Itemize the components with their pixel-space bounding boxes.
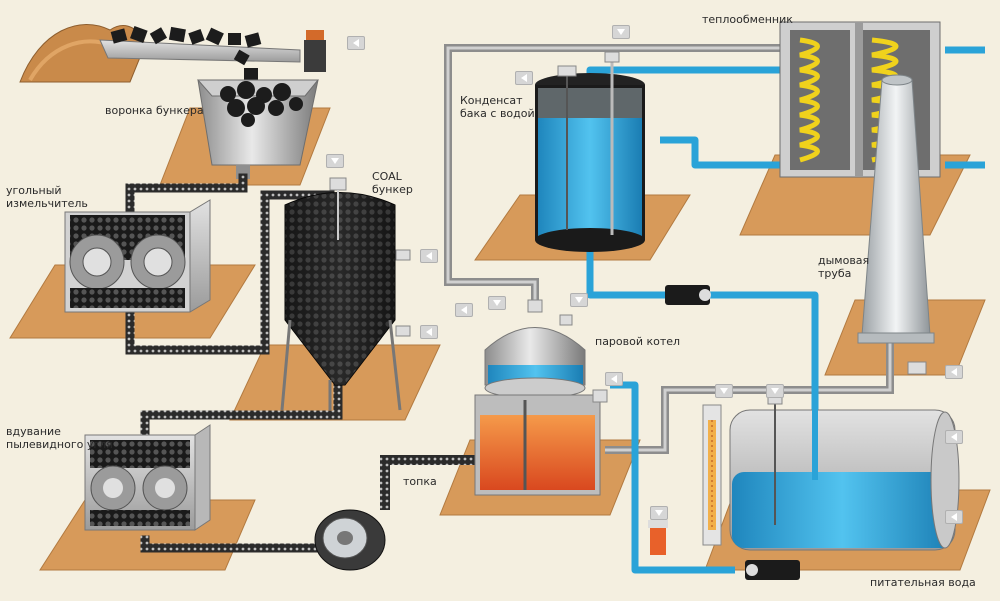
fan <box>314 509 386 571</box>
label-heat-exchanger: теплообменник <box>702 13 793 26</box>
toggle-tank-top[interactable] <box>945 430 963 444</box>
coal-crusher <box>64 199 211 313</box>
label-steam-boiler: паровой котел <box>595 335 681 348</box>
toggle-bunker-top[interactable] <box>326 154 344 168</box>
toggle-condensate[interactable] <box>515 71 533 85</box>
toggle-boiler-valve[interactable] <box>488 296 506 310</box>
label-hopper: воронка бункера <box>105 104 204 117</box>
label-feed-water: питательная вода <box>870 576 976 589</box>
label-coal-bunker: COAL бункер <box>372 170 413 196</box>
level-gauge <box>702 404 722 546</box>
toggle-boiler-side[interactable] <box>605 372 623 386</box>
steam-boiler <box>474 299 608 496</box>
pipe-hx-return <box>660 136 790 169</box>
toggle-hx-top[interactable] <box>612 25 630 39</box>
pipe-blower-fan <box>140 535 335 553</box>
toggle-motor[interactable] <box>347 36 365 50</box>
toggle-boiler-sensor[interactable] <box>570 293 588 307</box>
pipe-bunker-blower <box>140 383 343 445</box>
chimney <box>857 74 935 344</box>
coal-pipes <box>125 173 475 553</box>
toggle-chimney-sensor[interactable] <box>945 365 963 379</box>
label-condensate-tank: Конденсат бака с водой <box>460 94 535 120</box>
toggle-feed-pump[interactable] <box>650 506 668 520</box>
toggle-feed-sensor-1[interactable] <box>715 384 733 398</box>
pipe-hopper-crusher <box>125 173 248 220</box>
pipe-fan-furnace <box>380 455 475 510</box>
label-blower: вдувание пылевидного угля <box>6 425 113 451</box>
condensate-tank <box>535 51 645 252</box>
feed-pump <box>648 520 668 555</box>
conveyor-motor <box>304 30 326 72</box>
label-crusher: угольный измельчитель <box>6 184 88 210</box>
toggle-condensate-side[interactable] <box>455 303 473 317</box>
valve-condensate[interactable] <box>665 285 711 305</box>
valve-feed[interactable] <box>745 560 800 580</box>
toggle-bunker-lower[interactable] <box>420 325 438 339</box>
hopper <box>196 79 320 179</box>
coal-blower <box>84 424 211 531</box>
toggle-tank-bottom[interactable] <box>945 510 963 524</box>
label-furnace: топка <box>403 475 437 488</box>
label-chimney: дымовая труба <box>818 254 870 280</box>
toggle-feed-sensor-2[interactable] <box>766 384 784 398</box>
toggle-bunker-upper[interactable] <box>420 249 438 263</box>
chimney-sensor <box>907 361 927 375</box>
coal-bunker <box>280 177 411 411</box>
feed-water-tank <box>729 391 960 551</box>
